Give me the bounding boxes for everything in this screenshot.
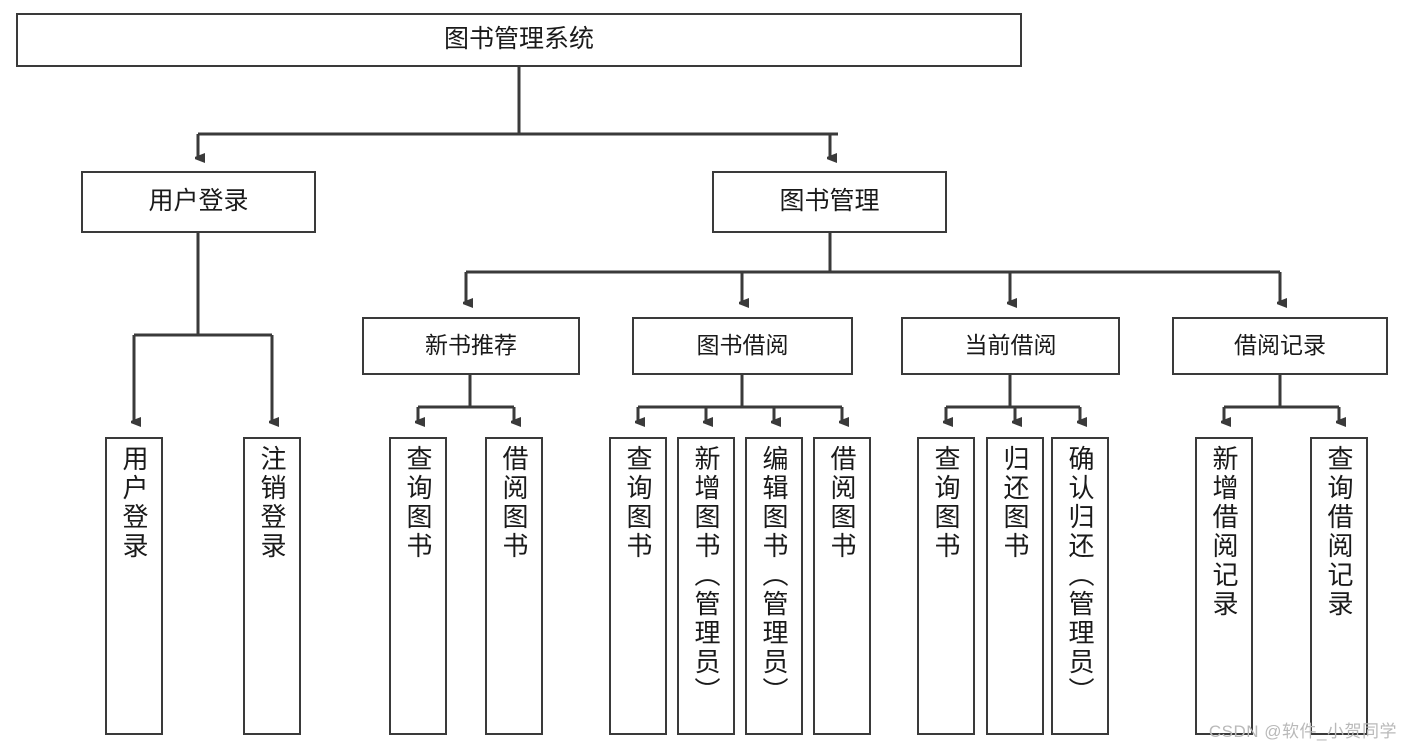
node-label: 归还图书	[1000, 445, 1030, 561]
node-label: 查询借阅记录	[1324, 445, 1354, 619]
leaf-user-login-logout[interactable]: 注销登录	[243, 437, 301, 735]
leaf-new-book-borrow[interactable]: 借阅图书	[485, 437, 543, 735]
node-label: 用户登录	[148, 187, 249, 216]
node-label: 新增图书（管理员）	[691, 445, 721, 706]
leaf-book-borrow-edit[interactable]: 编辑图书（管理员）	[745, 437, 803, 735]
leaf-new-book-query[interactable]: 查询图书	[389, 437, 447, 735]
node-label: 编辑图书（管理员）	[759, 445, 789, 706]
node-user-login[interactable]: 用户登录	[81, 171, 316, 233]
node-label: 图书管理系统	[443, 25, 594, 54]
leaf-current-borrow-confirm-return[interactable]: 确认归还（管理员）	[1051, 437, 1109, 735]
node-label: 借阅记录	[1234, 332, 1326, 359]
leaf-book-borrow-query[interactable]: 查询图书	[609, 437, 667, 735]
node-label: 用户登录	[119, 445, 149, 561]
leaf-current-borrow-query[interactable]: 查询图书	[917, 437, 975, 735]
leaf-current-borrow-return[interactable]: 归还图书	[986, 437, 1044, 735]
node-label: 借阅图书	[499, 445, 529, 561]
node-borrow-record[interactable]: 借阅记录	[1172, 317, 1388, 375]
node-new-book-recommend[interactable]: 新书推荐	[362, 317, 580, 375]
leaf-borrow-record-add[interactable]: 新增借阅记录	[1195, 437, 1253, 735]
node-label: 借阅图书	[827, 445, 857, 561]
node-label: 注销登录	[257, 445, 287, 561]
node-book-management[interactable]: 图书管理	[712, 171, 947, 233]
node-label: 图书管理	[779, 187, 880, 216]
node-label: 查询图书	[623, 445, 653, 561]
leaf-user-login-login[interactable]: 用户登录	[105, 437, 163, 735]
node-current-borrow[interactable]: 当前借阅	[901, 317, 1120, 375]
node-label: 确认归还（管理员）	[1065, 445, 1095, 706]
node-label: 图书借阅	[696, 332, 789, 359]
node-label: 查询图书	[931, 445, 961, 561]
leaf-borrow-record-query[interactable]: 查询借阅记录	[1310, 437, 1368, 735]
node-label: 新增借阅记录	[1209, 445, 1239, 619]
leaf-book-borrow-borrow[interactable]: 借阅图书	[813, 437, 871, 735]
watermark: CSDN @软件_小贺同学	[1208, 722, 1397, 741]
leaf-book-borrow-add[interactable]: 新增图书（管理员）	[677, 437, 735, 735]
node-book-borrow[interactable]: 图书借阅	[632, 317, 853, 375]
node-root-book-management-system[interactable]: 图书管理系统	[16, 13, 1022, 67]
node-label: 当前借阅	[964, 332, 1057, 359]
node-label: 新书推荐	[425, 332, 517, 359]
node-label: 查询图书	[403, 445, 433, 561]
